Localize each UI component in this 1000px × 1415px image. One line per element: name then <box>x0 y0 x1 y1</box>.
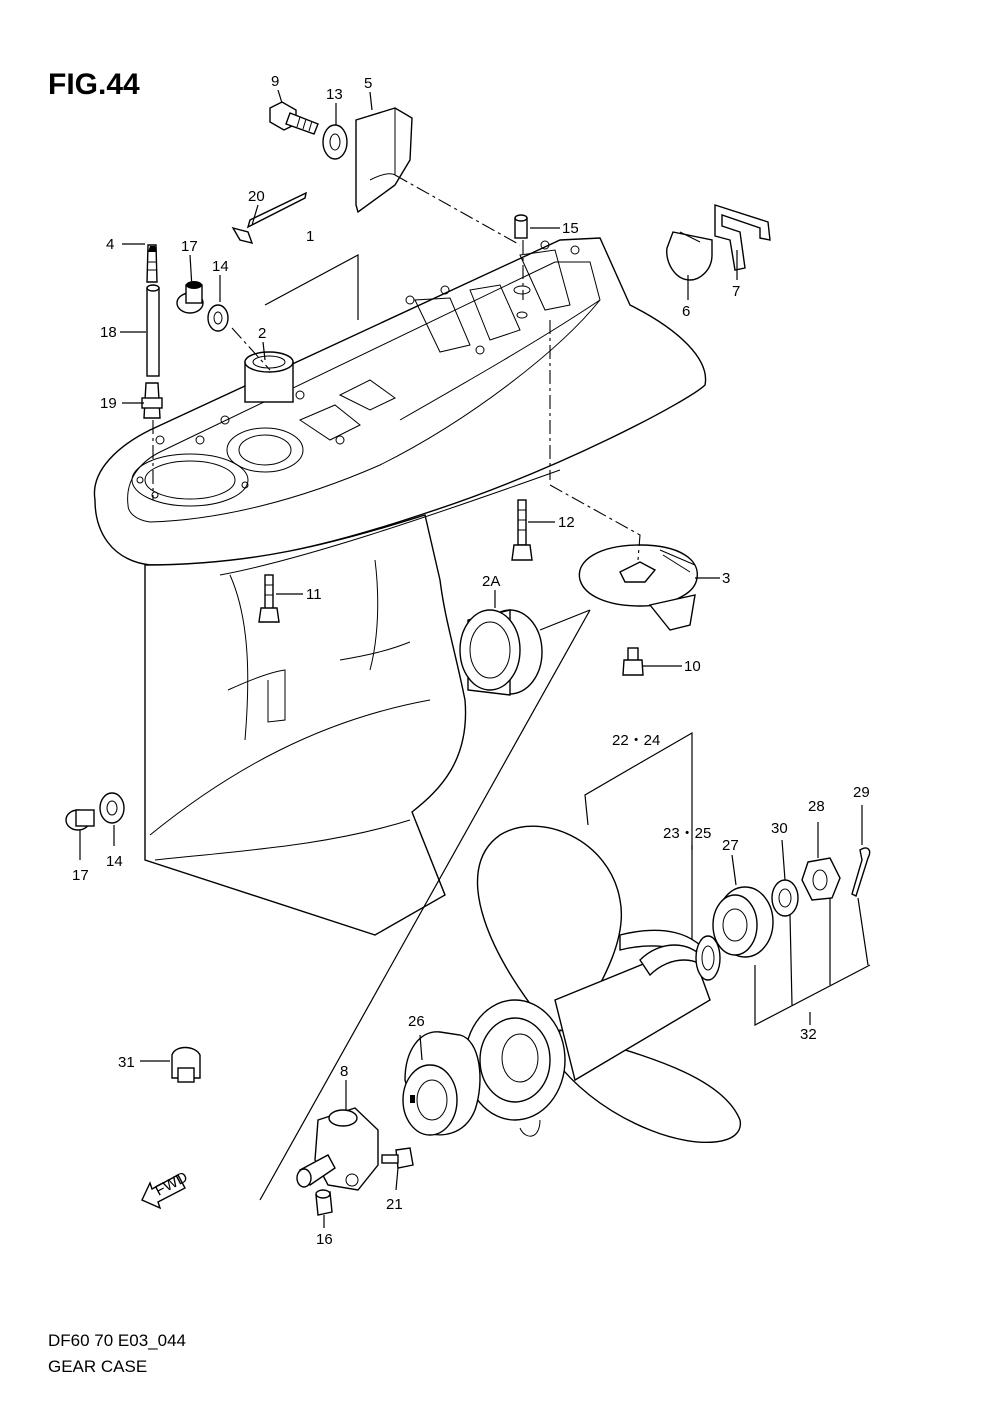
trim-tab-3 <box>578 544 698 631</box>
callout-13: 13 <box>326 86 343 103</box>
callout-10: 10 <box>684 658 701 675</box>
callout-1: 1 <box>306 228 314 245</box>
callout-23-25: 23・25 <box>663 825 711 842</box>
fitting-19 <box>141 382 163 419</box>
callout-11: 11 <box>306 586 322 603</box>
gear-case-housing <box>93 237 707 936</box>
bolt-12 <box>511 499 533 561</box>
washer-14-top <box>207 304 229 332</box>
anode-5 <box>355 107 413 214</box>
callout-7: 7 <box>732 283 740 300</box>
figure-name: GEAR CASE <box>48 1357 147 1376</box>
fwd-arrow-icon: FWD <box>141 1169 191 1210</box>
callout-22-24: 22・24 <box>612 732 660 749</box>
figure-code: DF60 70 E03_044 <box>48 1331 186 1350</box>
callout-14-left: 14 <box>106 853 123 870</box>
oil-seal-2A <box>459 609 543 696</box>
callout-15: 15 <box>562 220 579 237</box>
figure-title: FIG.44 <box>48 68 140 101</box>
spacer-26 <box>402 1031 481 1136</box>
bolt-21 <box>381 1147 414 1169</box>
callout-2A: 2A <box>482 573 500 590</box>
bolt-9 <box>269 101 319 135</box>
washer-14-left <box>99 792 125 824</box>
callout-27: 27 <box>722 837 739 854</box>
bracket-7 <box>714 204 771 271</box>
bolt-11 <box>258 574 280 623</box>
bolt-10 <box>622 647 644 676</box>
callout-21: 21 <box>386 1196 403 1213</box>
leader-lines <box>79 89 871 1228</box>
nut-28 <box>801 857 841 901</box>
callout-9: 9 <box>271 73 279 90</box>
callout-26: 26 <box>408 1013 425 1030</box>
callout-20: 20 <box>248 188 265 205</box>
callout-32: 32 <box>800 1026 817 1043</box>
washer-13 <box>322 124 348 160</box>
thrust-washer-27 <box>712 886 774 958</box>
cotter-pin-29 <box>851 847 871 897</box>
plug-31 <box>171 1046 201 1083</box>
callout-31: 31 <box>118 1054 135 1071</box>
callout-2: 2 <box>258 325 266 342</box>
plug-17-top <box>176 281 204 314</box>
callout-12: 12 <box>558 514 575 531</box>
pin-16 <box>315 1189 333 1216</box>
callout-30: 30 <box>771 820 788 837</box>
callout-17-top: 17 <box>181 238 198 255</box>
callout-29: 29 <box>853 784 870 801</box>
cable-tie-20 <box>231 191 307 244</box>
callout-18: 18 <box>100 324 117 341</box>
propeller-22-25 <box>464 825 741 1144</box>
alignment-dashes <box>152 174 641 561</box>
plug-17-left <box>65 809 95 831</box>
callout-17-left: 17 <box>72 867 89 884</box>
callout-14-top: 14 <box>212 258 229 275</box>
callout-4: 4 <box>106 236 114 253</box>
callout-19: 19 <box>100 395 117 412</box>
anode-6 <box>666 231 713 281</box>
pin-15 <box>514 214 528 239</box>
callout-16: 16 <box>316 1231 333 1248</box>
callout-5: 5 <box>364 75 372 92</box>
callout-8: 8 <box>340 1063 348 1080</box>
holder-8 <box>296 1107 379 1191</box>
callout-6: 6 <box>682 303 690 320</box>
washer-30 <box>771 879 799 917</box>
fitting-4 <box>146 244 158 283</box>
callout-28: 28 <box>808 798 825 815</box>
callout-3: 3 <box>722 570 730 587</box>
callout-labels: 9 13 5 20 15 4 17 14 1 2 18 19 6 7 12 3 … <box>72 73 870 1248</box>
tube-18 <box>146 284 160 377</box>
